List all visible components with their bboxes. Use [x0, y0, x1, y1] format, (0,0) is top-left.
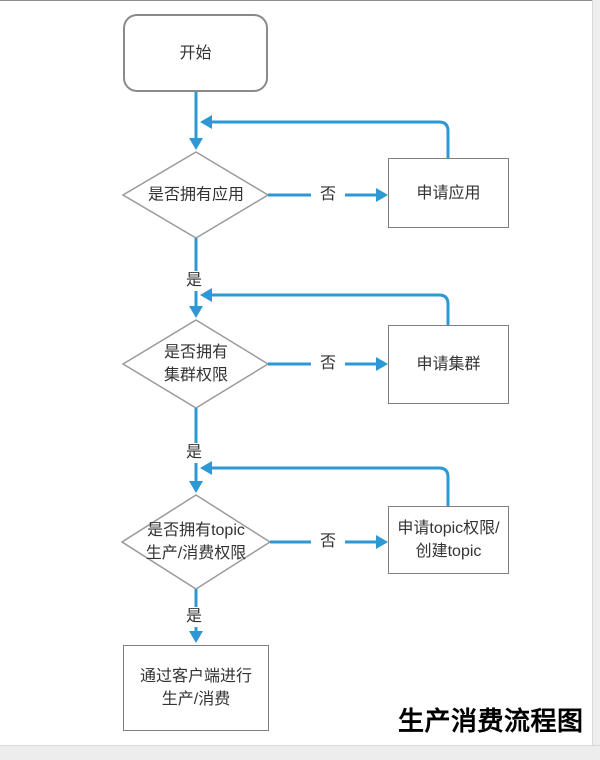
arrow-down-into-decision-topic — [189, 481, 203, 493]
decision-cluster-shape — [121, 319, 270, 409]
top-border-line — [0, 0, 600, 1]
arrow-right-into-apply-topic — [376, 535, 388, 549]
arrow-down-into-decision-app — [189, 138, 203, 150]
edge-label-yes-app: 是 — [181, 271, 207, 291]
arrow-down-into-decision-cluster — [189, 306, 203, 318]
edge-label-yes-topic: 是 — [181, 607, 207, 627]
edge-label-no-topic: 否 — [310, 531, 346, 553]
right-page-margin — [592, 0, 600, 760]
arrow-left-loop-topic — [200, 461, 212, 475]
edge-label-yes-cluster: 是 — [181, 443, 207, 463]
start-node: 开始 — [123, 14, 268, 92]
decision-app-shape — [121, 151, 270, 239]
bottom-page-margin — [0, 745, 600, 760]
diagram-title: 生产消费流程图 — [398, 706, 584, 736]
arrow-down-into-client — [189, 631, 203, 643]
arrow-left-loop-cluster — [200, 288, 212, 302]
arrow-left-loop-app — [200, 115, 212, 129]
connector-loop-apply-cluster — [205, 293, 450, 325]
arrow-right-into-apply-cluster — [376, 357, 388, 371]
apply-cluster-node: 申请集群 — [388, 325, 509, 404]
arrow-right-into-apply-app — [376, 188, 388, 202]
apply-topic-node: 申请topic权限/ 创建topic — [388, 506, 509, 574]
decision-topic-shape — [120, 494, 272, 590]
edge-label-no-cluster: 否 — [310, 353, 346, 375]
connector-loop-apply-topic — [205, 466, 450, 506]
connector-loop-apply-app — [205, 120, 450, 158]
apply-app-node: 申请应用 — [388, 158, 509, 228]
client-produce-consume-node: 通过客户端进行 生产/消费 — [123, 645, 269, 731]
edge-label-no-app: 否 — [310, 184, 346, 206]
